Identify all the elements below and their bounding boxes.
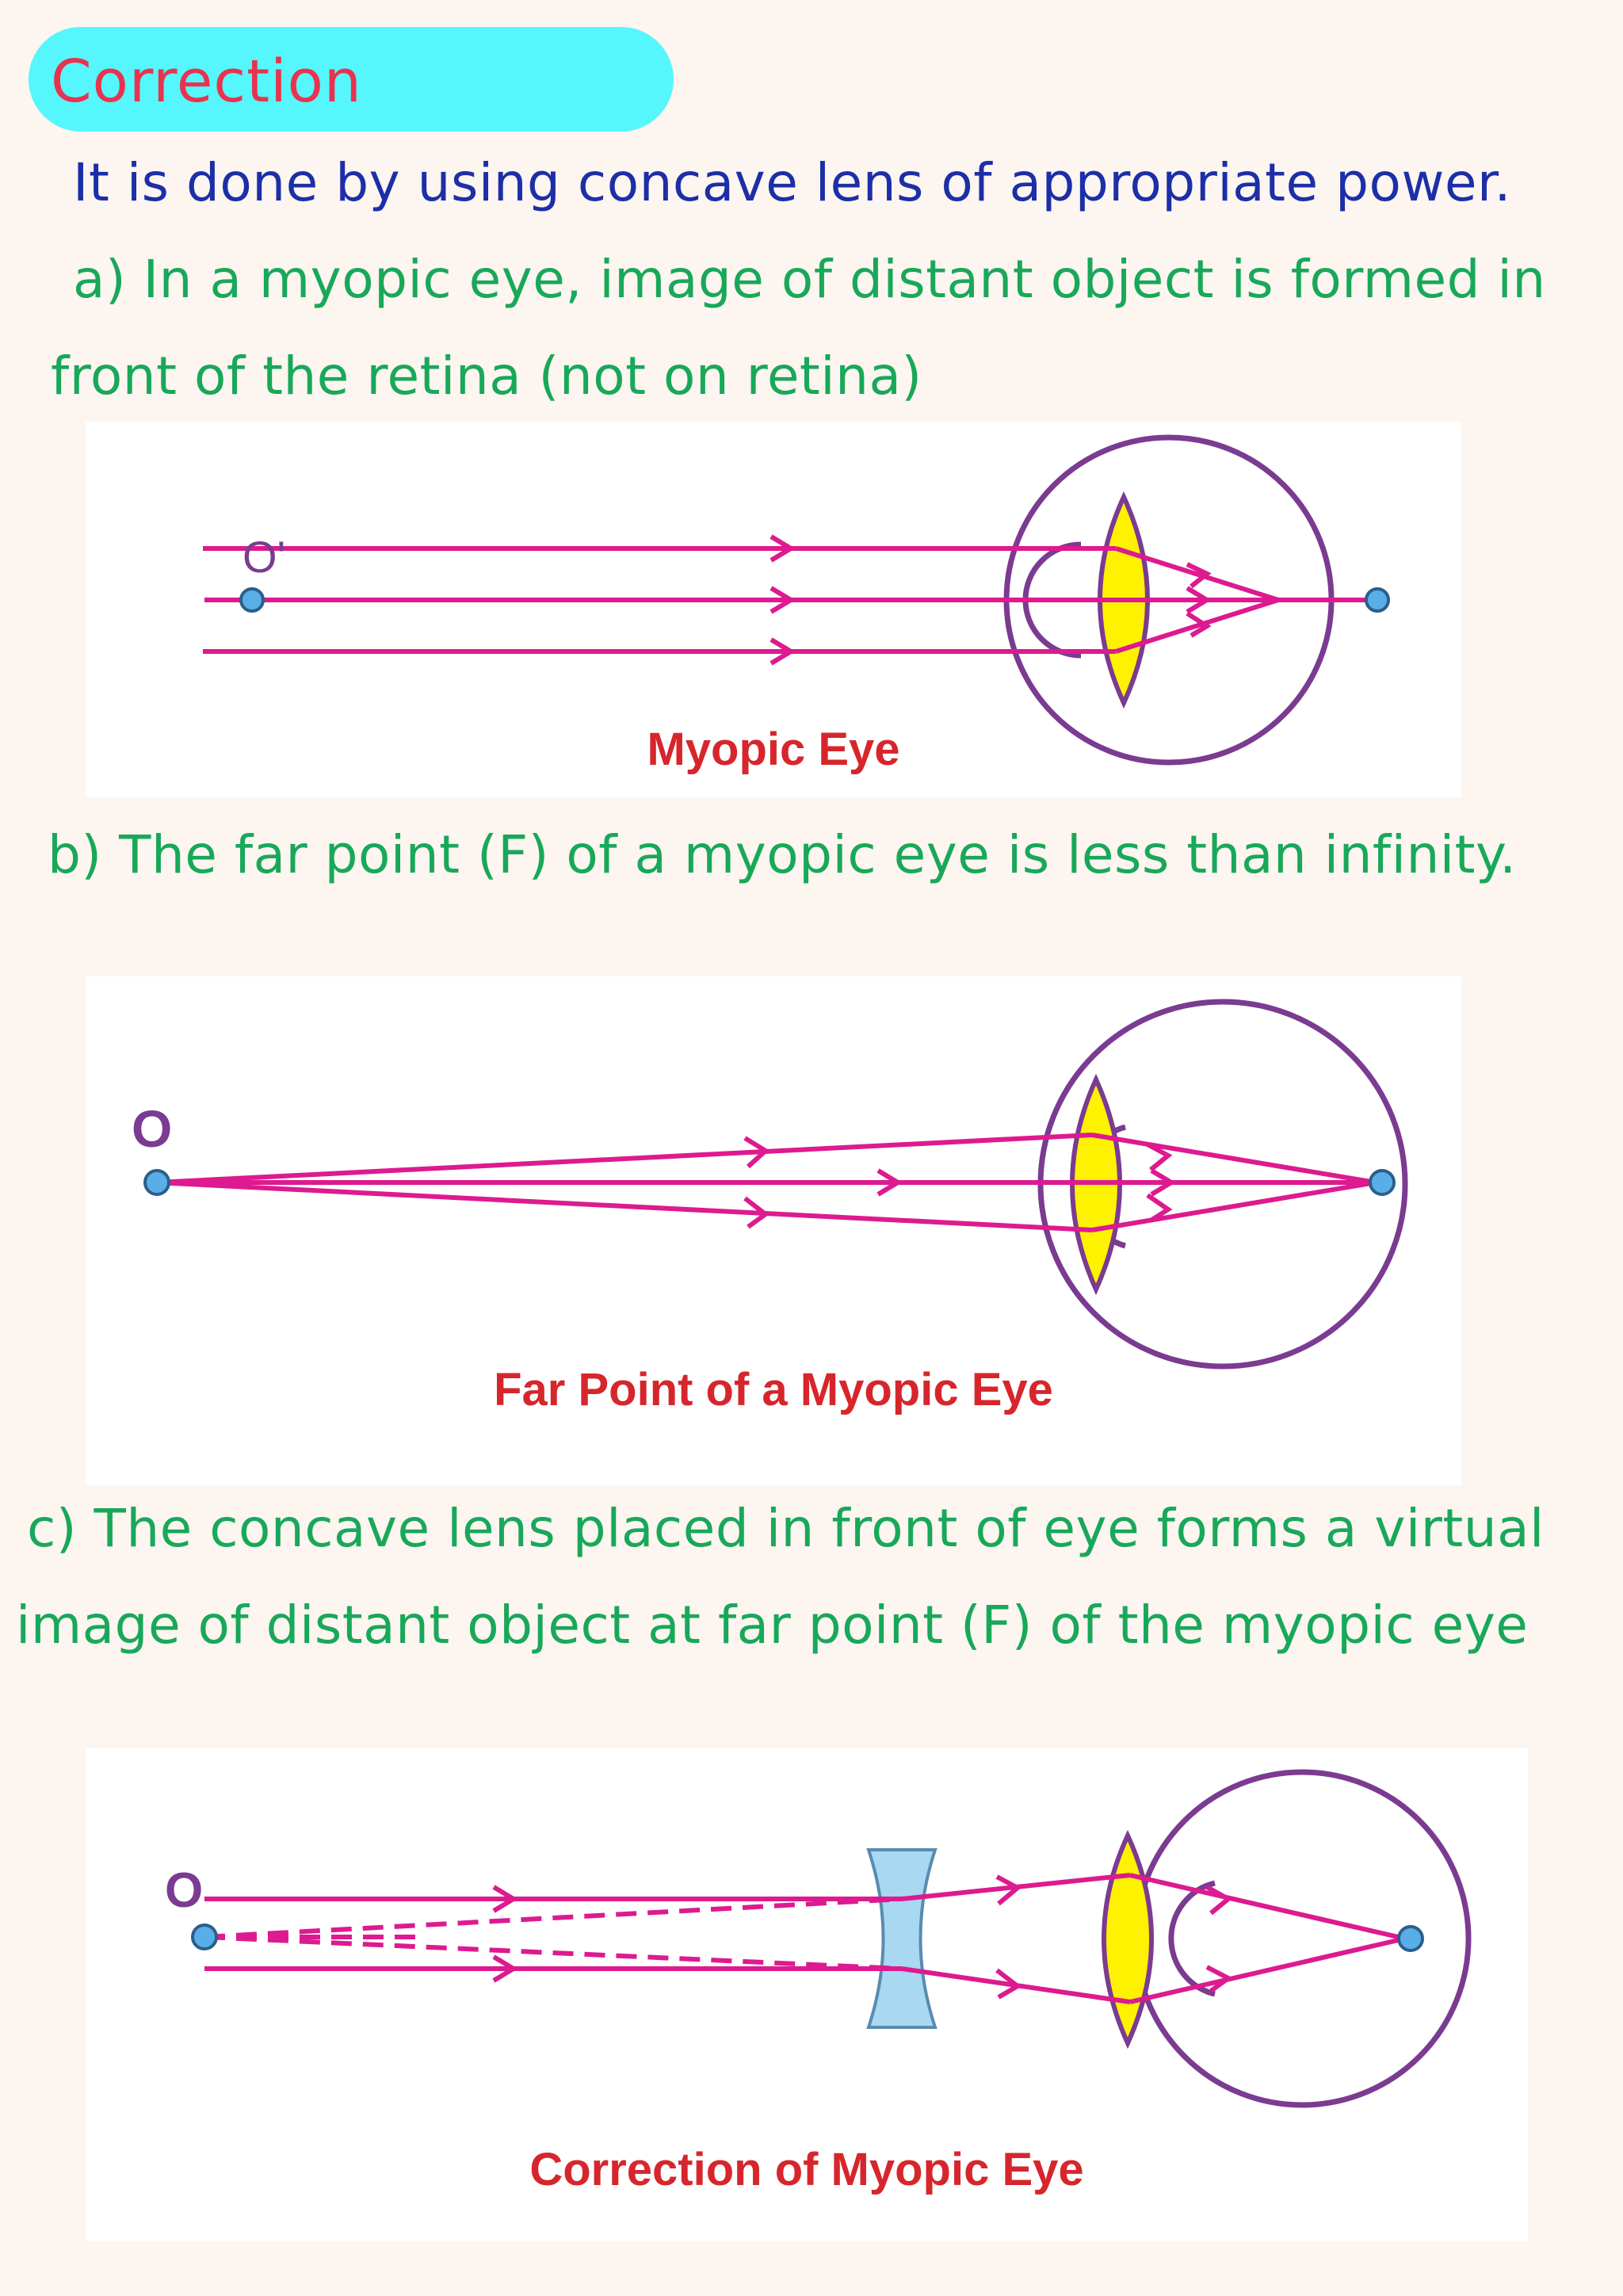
virtual-ray-bottom bbox=[204, 1935, 903, 1971]
arrowhead bbox=[743, 1136, 769, 1169]
virtual-ray-top bbox=[204, 1897, 903, 1939]
object-point bbox=[143, 1169, 170, 1196]
object-point bbox=[239, 587, 265, 613]
point-c-line-1: c) The concave lens placed in front of e… bbox=[27, 1498, 1545, 1559]
arrowhead bbox=[1186, 586, 1212, 614]
arrowhead bbox=[1205, 1965, 1233, 1993]
arrowhead bbox=[1146, 1193, 1173, 1223]
point-c-line-2: image of distant object at far point (F)… bbox=[16, 1595, 1529, 1656]
eye-lens bbox=[1102, 1829, 1154, 2050]
figure-2-caption: Far Point of a Myopic Eye bbox=[494, 1364, 1053, 1415]
arrowhead bbox=[769, 586, 796, 614]
concave-lens bbox=[866, 1848, 938, 2029]
myopic-eye-diagram: O' bbox=[203, 434, 1390, 766]
object-label: O bbox=[132, 1099, 172, 1158]
object-label: O bbox=[165, 1863, 203, 1918]
image-point-retina bbox=[1369, 1169, 1396, 1196]
figure-1-caption: Myopic Eye bbox=[647, 724, 900, 775]
image-point-retina bbox=[1397, 1925, 1424, 1952]
figure-3-caption: Correction of Myopic Eye bbox=[529, 2144, 1084, 2195]
arrowhead bbox=[1205, 1885, 1233, 1916]
arrowhead bbox=[1150, 1168, 1176, 1197]
arrowhead bbox=[1146, 1142, 1173, 1172]
arrowhead bbox=[492, 1885, 518, 1913]
arrowhead bbox=[1186, 611, 1212, 638]
figure-far-point: O Far Point of a Myopic Eye bbox=[86, 976, 1461, 1485]
arrowhead bbox=[995, 1968, 1022, 2000]
object-point bbox=[191, 1924, 218, 1950]
arrowhead bbox=[995, 1874, 1022, 1906]
ray-lower bbox=[156, 1180, 1093, 1232]
arrowhead bbox=[492, 1954, 518, 1983]
point-a-line-2: front of the retina (not on retina) bbox=[51, 346, 922, 407]
arrowhead bbox=[876, 1168, 903, 1197]
heading-pill bbox=[29, 27, 674, 132]
object-label: O' bbox=[242, 532, 285, 582]
point-a-line-1: a) In a myopic eye, image of distant obj… bbox=[73, 249, 1546, 310]
point-b-text: b) The far point (F) of a myopic eye is … bbox=[48, 824, 1517, 885]
arrowhead bbox=[769, 637, 796, 666]
figure-myopic-eye: O' Myopic Eye bbox=[86, 422, 1461, 797]
arrowhead bbox=[743, 1196, 770, 1229]
figure-correction: O Correction of Myopic Eye bbox=[86, 1748, 1528, 2241]
page-title: Correction bbox=[51, 48, 362, 116]
arrowhead bbox=[769, 534, 796, 563]
arrowhead bbox=[1186, 562, 1212, 589]
ray-upper bbox=[156, 1133, 1093, 1185]
image-point-retina bbox=[1365, 587, 1390, 613]
intro-text: It is done by using concave lens of appr… bbox=[73, 152, 1511, 213]
correction-diagram: O bbox=[165, 1769, 1472, 2108]
far-point-diagram: O bbox=[132, 999, 1408, 1370]
